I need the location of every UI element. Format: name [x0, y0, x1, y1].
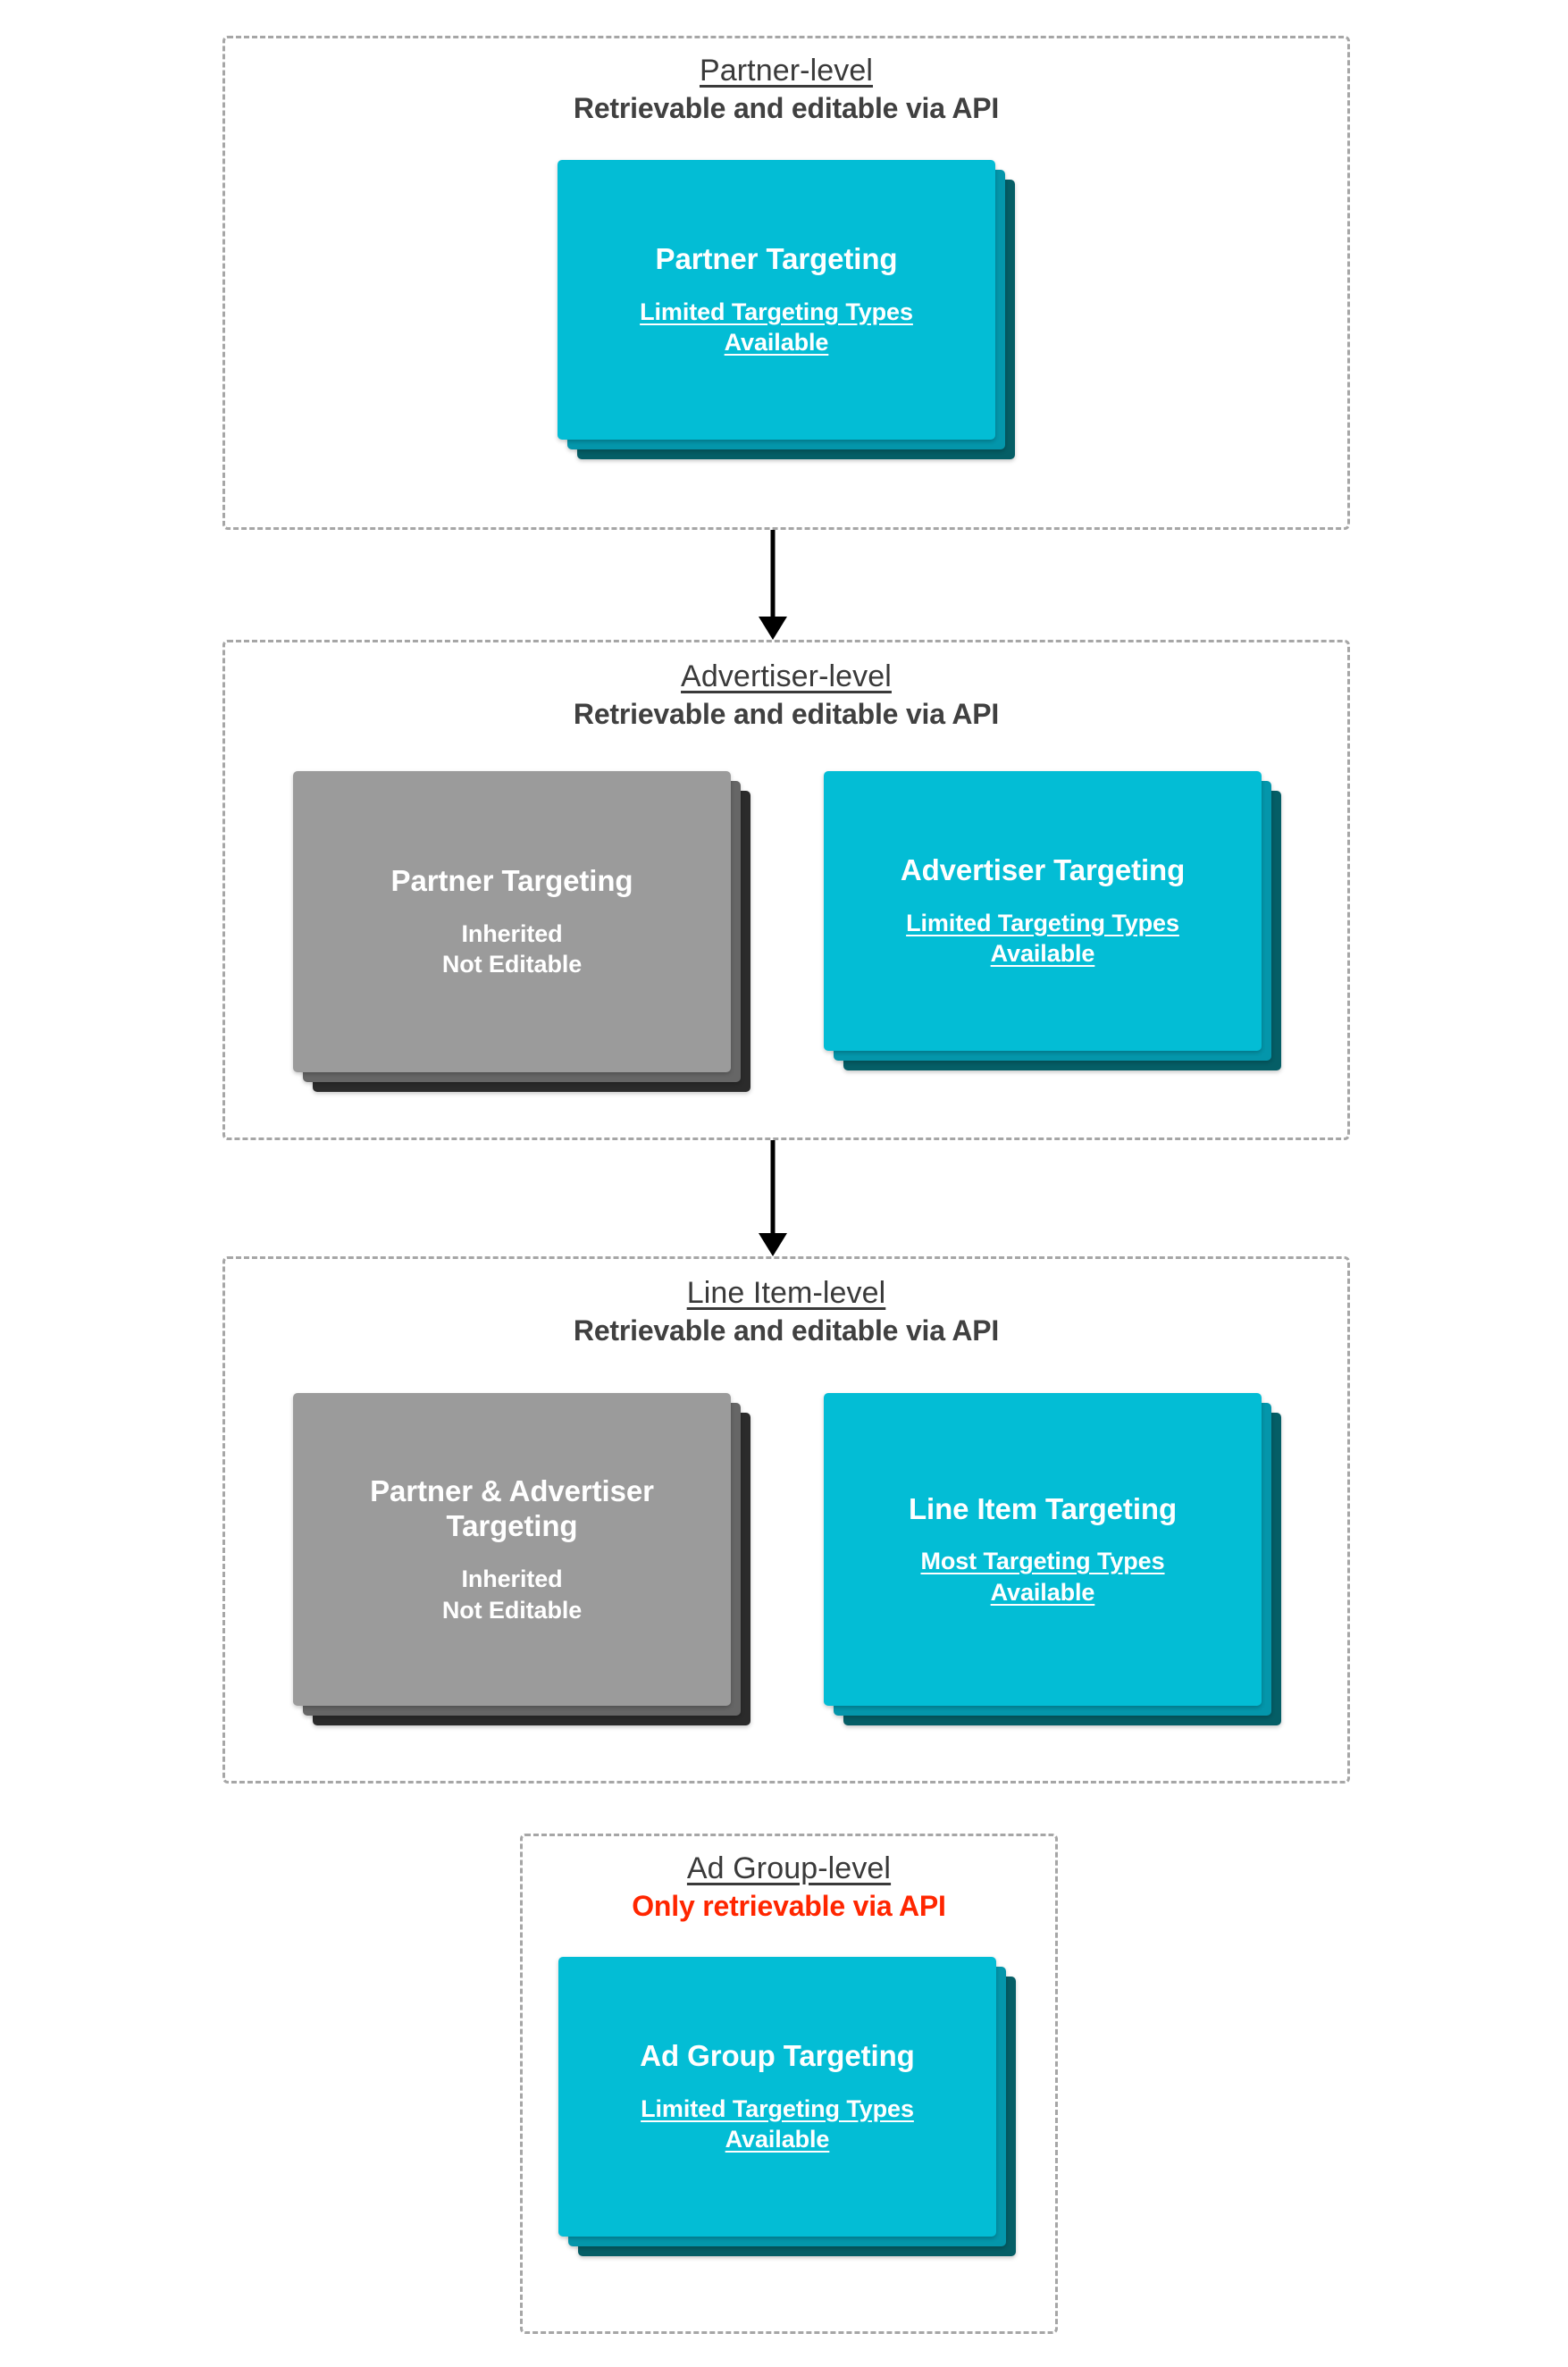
arrow-head-icon — [759, 617, 787, 640]
card-subtitle-line2: Available — [990, 940, 1095, 968]
level-title-partner: Partner-level — [699, 54, 874, 88]
card-subtitle-line1: Limited Targeting Types — [641, 2094, 914, 2122]
card-layer-front: Partner Targeting Limited Targeting Type… — [558, 160, 995, 440]
card-advertiser-targeting[interactable]: Advertiser Targeting Limited Targeting T… — [824, 771, 1281, 1070]
card-layer-front: Advertiser Targeting Limited Targeting T… — [824, 771, 1262, 1051]
level-subtitle-advertiser: Retrievable and editable via API — [573, 698, 1000, 731]
card-title: Partner Targeting — [655, 242, 898, 276]
arrow-shaft — [770, 1140, 776, 1236]
level-subtitle-line-item: Retrievable and editable via API — [573, 1314, 1000, 1347]
card-line-item-targeting[interactable]: Line Item Targeting Most Targeting Types… — [824, 1393, 1281, 1725]
card-layer-front: Partner & Advertiser Targeting Inherited… — [293, 1393, 731, 1706]
card-subtitle: Inherited Not Editable — [442, 1564, 582, 1625]
card-layer-front: Line Item Targeting Most Targeting Types… — [824, 1393, 1262, 1706]
card-title: Partner & Advertiser Targeting — [370, 1473, 654, 1543]
arrow-advertiser-to-line-item — [755, 1140, 791, 1256]
card-layer-front: Ad Group Targeting Limited Targeting Typ… — [558, 1957, 996, 2237]
card-subtitle: Inherited Not Editable — [442, 919, 582, 980]
card-subtitle-line1: Inherited — [461, 919, 563, 947]
card-title: Line Item Targeting — [908, 1491, 1177, 1525]
card-title: Partner Targeting — [390, 864, 633, 898]
level-title-advertiser: Advertiser-level — [681, 659, 892, 693]
card-ad-group-targeting[interactable]: Ad Group Targeting Limited Targeting Typ… — [558, 1957, 1016, 2256]
card-subtitle-line2: Available — [990, 1578, 1095, 1606]
card-subtitle-line1: Inherited — [461, 1565, 563, 1593]
card-content: Ad Group Targeting Limited Targeting Typ… — [558, 1957, 996, 2237]
card-content: Partner Targeting Inherited Not Editable — [293, 771, 731, 1072]
card-subtitle-line2: Not Editable — [441, 1596, 583, 1624]
card-subtitle-line1: Most Targeting Types — [920, 1548, 1165, 1575]
card-partner-targeting[interactable]: Partner Targeting Limited Targeting Type… — [558, 160, 1015, 459]
card-subtitle-line2: Not Editable — [441, 951, 583, 978]
level-header-advertiser: Advertiser-level Retrievable and editabl… — [225, 659, 1347, 732]
card-subtitle: Limited Targeting Types Available — [641, 2094, 914, 2155]
level-title-line-item: Line Item-level — [686, 1276, 886, 1310]
card-content: Advertiser Targeting Limited Targeting T… — [824, 771, 1262, 1051]
card-content: Partner Targeting Limited Targeting Type… — [558, 160, 995, 440]
arrow-shaft — [770, 530, 776, 619]
card-subtitle-line1: Limited Targeting Types — [640, 298, 913, 325]
card-subtitle-line2: Available — [724, 329, 829, 357]
card-layer-front: Partner Targeting Inherited Not Editable — [293, 771, 731, 1072]
card-inherited-partner-targeting[interactable]: Partner Targeting Inherited Not Editable — [293, 771, 750, 1092]
level-subtitle-ad-group: Only retrievable via API — [632, 1890, 946, 1923]
level-header-ad-group: Ad Group-level Only retrievable via API — [523, 1851, 1055, 1924]
level-subtitle-partner: Retrievable and editable via API — [573, 92, 1000, 125]
level-header-line-item: Line Item-level Retrievable and editable… — [225, 1275, 1347, 1348]
card-title: Ad Group Targeting — [640, 2039, 915, 2073]
level-box-line-item: Line Item-level Retrievable and editable… — [222, 1256, 1350, 1784]
level-header-partner: Partner-level Retrievable and editable v… — [225, 53, 1347, 126]
level-title-ad-group: Ad Group-level — [686, 1851, 892, 1885]
card-inherited-partner-advertiser-targeting[interactable]: Partner & Advertiser Targeting Inherited… — [293, 1393, 750, 1725]
card-subtitle: Limited Targeting Types Available — [640, 297, 913, 358]
arrow-partner-to-advertiser — [755, 530, 791, 640]
level-box-advertiser: Advertiser-level Retrievable and editabl… — [222, 640, 1350, 1140]
arrow-head-icon — [759, 1233, 787, 1256]
card-content: Partner & Advertiser Targeting Inherited… — [293, 1393, 731, 1706]
card-subtitle: Most Targeting Types Available — [920, 1546, 1164, 1607]
level-box-partner: Partner-level Retrievable and editable v… — [222, 36, 1350, 530]
card-subtitle-line1: Limited Targeting Types — [906, 909, 1179, 936]
card-title: Advertiser Targeting — [900, 853, 1186, 887]
card-subtitle: Limited Targeting Types Available — [906, 908, 1179, 969]
level-box-ad-group: Ad Group-level Only retrievable via API … — [520, 1834, 1058, 2334]
card-subtitle-line2: Available — [725, 2126, 830, 2153]
card-content: Line Item Targeting Most Targeting Types… — [824, 1393, 1262, 1706]
